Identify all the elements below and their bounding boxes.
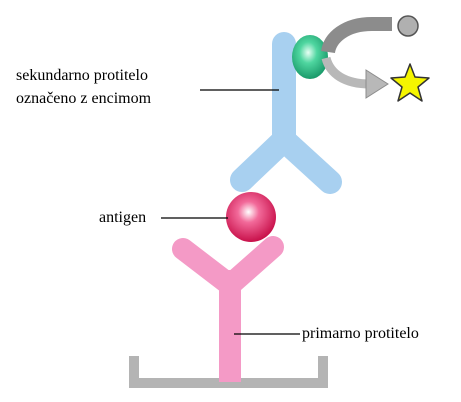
label-secondary-antibody-line1: sekundarno protitelo (16, 66, 148, 86)
antigen-sphere (226, 192, 276, 242)
reaction-arrow-icon (326, 24, 392, 98)
label-antigen: antigen (99, 208, 146, 228)
substrate-icon (398, 16, 418, 36)
label-primary-antibody: primarno protitelo (302, 324, 419, 344)
primary-antibody (183, 247, 273, 382)
label-secondary-antibody-line2: označeno z encimom (16, 89, 151, 109)
enzyme (292, 35, 328, 79)
product-star-icon (391, 64, 429, 101)
